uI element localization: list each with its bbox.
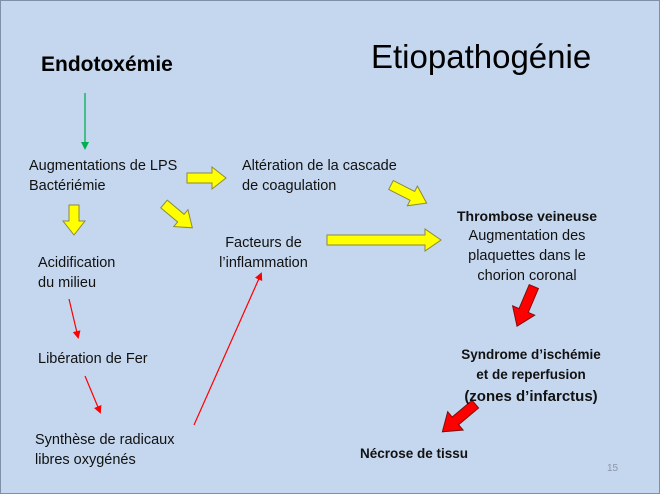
node-coagulation: Altération de la cascade de coagulation	[242, 156, 397, 196]
node-acid-line-2: du milieu	[38, 275, 97, 291]
node-thrombose-title: Thrombose veineuse	[456, 208, 598, 224]
node-radicaux-line-1: Synthèse de radicaux	[35, 432, 175, 448]
node-thrombose-line-2: plaquettes dans le	[468, 248, 586, 264]
red-arrow-fer-radicaux	[84, 375, 102, 414]
node-fer: Libération de Fer	[38, 351, 148, 367]
node-lps-line-1: Augmentations de LPS	[29, 158, 178, 174]
red-block-arrow-thrombose-ischemie	[511, 283, 540, 327]
node-endotoxemie: Endotoxémie	[41, 53, 173, 76]
node-thrombose-line-1: Augmentation des	[468, 228, 586, 244]
node-coag-line-1: Altération de la cascade	[242, 158, 397, 174]
node-acidification: Acidification du milieu	[38, 253, 115, 293]
red-arrow-acid-fer	[68, 298, 81, 339]
node-lps-line-2: Bactériémie	[29, 178, 106, 194]
node-radicaux: Synthèse de radicaux libres oxygénés	[35, 430, 174, 470]
node-inflammation-line-2: l’inflammation	[219, 255, 308, 271]
node-inflammation: Facteurs de l’inflammation	[206, 233, 321, 273]
node-ischemie: Syndrome d’ischémie et de reperfusion (z…	[441, 345, 621, 407]
node-acid-line-1: Acidification	[38, 255, 116, 271]
node-radicaux-line-2: libres oxygénés	[35, 452, 136, 468]
node-thrombose: Thrombose veineuse Augmentation des plaq…	[441, 206, 613, 286]
node-ischemie-line-1: Syndrome d’ischémie	[461, 347, 601, 362]
node-ischemie-line-3: (zones d’infarctus)	[464, 388, 598, 405]
node-inflammation-line-1: Facteurs de	[225, 235, 302, 251]
yellow-arrow-lps-coag	[186, 165, 227, 191]
node-coag-line-2: de coagulation	[242, 178, 337, 194]
yellow-arrow-inflammation-thrombose	[326, 228, 442, 252]
node-lps: Augmentations de LPS Bactériémie	[29, 156, 177, 196]
red-arrow-radicaux-inflammation	[193, 272, 263, 426]
yellow-arrow-lps-inflammation	[160, 199, 193, 229]
page-number: 15	[607, 463, 619, 474]
node-ischemie-line-2: et de reperfusion	[476, 367, 586, 382]
node-thrombose-line-3: chorion coronal	[477, 268, 577, 284]
yellow-arrow-coag-thrombose	[388, 179, 428, 207]
node-necrose: Nécrose de tissu	[360, 446, 469, 461]
yellow-arrow-lps-acid	[61, 204, 87, 236]
slide-title: Etiopathogénie	[371, 38, 592, 75]
red-block-arrow-ischemie-necrose	[441, 399, 480, 433]
